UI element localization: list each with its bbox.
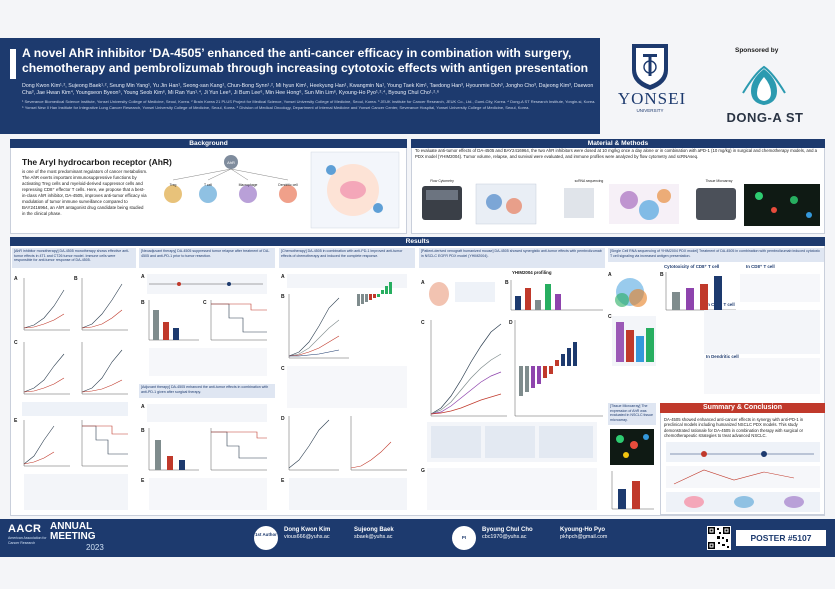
waterfall-chart: [357, 282, 392, 306]
result-scrna-caption: [Single Cell RNA sequencing of YHIM2004 …: [608, 248, 824, 262]
ahr-node-label: AhR: [227, 160, 235, 165]
poster-number: POSTER #5107: [736, 530, 826, 546]
svg-text:G: G: [421, 468, 425, 474]
pi-badge: PI: [452, 526, 476, 550]
method-step-1: Flow Cytometry: [430, 179, 454, 183]
scrna-subtitle-cd8-genes: In CD8⁺ T cell: [746, 264, 775, 269]
affiliation-list: ¹ Severance Biomedical Science Institute…: [22, 99, 596, 110]
svg-text:B: B: [141, 428, 145, 434]
results-header: Results: [10, 237, 825, 246]
svg-text:C: C: [14, 340, 18, 346]
author-email-2[interactable]: sbaek@yuhs.ac: [354, 534, 393, 540]
title-banner: [0, 38, 600, 134]
cell-label-tcell: T cell: [204, 183, 212, 187]
donga-logo-icon: [742, 65, 786, 105]
summary-text: DA-4505 showed enhanced anti-cancer effe…: [664, 417, 804, 439]
svg-text:D: D: [281, 416, 285, 422]
svg-text:C: C: [421, 320, 425, 326]
result-adjuvant-caption: [Adjuvant therapy] DA-4505 enhanced the …: [139, 384, 275, 398]
svg-text:B: B: [281, 294, 285, 300]
yonsei-shield-icon: [632, 44, 668, 90]
methods-workflow-diagram: Flow Cytometry scRNA sequencing Tissue M…: [422, 179, 820, 226]
pdx-waterfall-chart: [514, 320, 603, 417]
result-monotherapy-caption: [AhR inhibitor monotherapy] DA-4505 mono…: [12, 248, 136, 268]
first-author-badge: 1st Author: [254, 526, 278, 550]
author-name-2: Sujeong Baek: [354, 527, 394, 533]
result-tma-caption: [Tissue Microarray] The expression of Ah…: [608, 403, 656, 425]
svg-text:D: D: [509, 320, 513, 326]
methods-header: Material & Methods: [411, 139, 825, 148]
svg-text:A: A: [421, 280, 425, 286]
tissue-microarray-figure: [610, 429, 654, 510]
yonsei-subtitle: UNIVERSITY: [636, 108, 664, 113]
poster-title: A novel AhR inhibitor ‘DA-4505’ enhanced…: [22, 46, 589, 75]
pi-name-2: Kyoung-Ho Pyo: [560, 527, 605, 533]
pdx-figures: A B C D G: [421, 280, 603, 510]
method-step-3: Tissue Microarray: [706, 179, 733, 183]
author-name-1: Dong Kwon Kim: [284, 527, 331, 533]
background-text: is one of the most predominant regulator…: [22, 169, 148, 216]
svg-text:A: A: [608, 272, 612, 278]
aacr-subtitle: American Association for Cancer Research: [8, 536, 47, 545]
result-chemotherapy-caption: [Chemotherapy] DA-4505 in combination wi…: [279, 248, 415, 268]
pdx-profiling-title: YHIM2004 profiling: [512, 270, 552, 275]
svg-text:E: E: [14, 418, 18, 424]
adjuvant-figures: A B E: [141, 404, 267, 510]
svg-text:B: B: [74, 276, 78, 282]
footer-bar: [0, 519, 835, 557]
neoadjuvant-figures: A B C: [141, 274, 267, 376]
cell-label-treg: Treg: [170, 183, 177, 187]
scrna-subtitle-cd8: Cytotoxicity of CD8⁺ T cell: [664, 264, 720, 269]
scrna-figures: A B C: [608, 272, 820, 394]
svg-text:B: B: [660, 272, 664, 278]
ahr-pathway-diagram: AhR Treg T cell Macrophage Dendritic cel…: [164, 151, 400, 229]
scrna-subtitle-dc: In Dendritic cell: [706, 354, 739, 359]
chemotherapy-figures: A B C D E: [281, 274, 407, 510]
sponsored-label: Sponsored by: [735, 47, 779, 54]
title-accent-bar: [10, 49, 16, 79]
result-neoadjuvant-caption: [Neoadjuvant therapy] DA-4505 suppressed…: [139, 248, 275, 268]
meeting-year: 2023: [86, 543, 104, 552]
author-email-1[interactable]: vious666@yuhs.ac: [284, 534, 330, 540]
annual-label: ANNUAL: [50, 521, 93, 532]
background-header: Background: [10, 139, 407, 148]
pi-email-1[interactable]: cbc1970@yuhs.ac: [482, 534, 527, 540]
svg-text:E: E: [281, 478, 285, 484]
donga-wordmark: DONG-A ST: [726, 110, 804, 125]
svg-text:A: A: [281, 274, 285, 280]
methods-text: To evaluate anti-tumor effects of DA-450…: [415, 148, 818, 159]
author-contact-2: Sujeong Baek sbaek@yuhs.ac: [354, 527, 394, 541]
monotherapy-figures: A B C E: [14, 276, 128, 510]
svg-text:C: C: [203, 300, 207, 306]
summary-header: Summary & Conclusion: [660, 403, 825, 413]
author-list: Dong Kwon Kim¹˒², Sujeong Baek¹˒², Seung…: [22, 83, 594, 96]
aacr-logo-text: AACR: [8, 523, 42, 535]
pi-email-2[interactable]: pkhpch@gmail.com: [560, 534, 608, 540]
result-pdx-caption: [Patient-derived xenograft humanized mou…: [419, 248, 605, 268]
svg-text:C: C: [608, 314, 612, 320]
svg-text:A: A: [141, 274, 145, 280]
pi-contact-1: Byoung Chul Cho cbc1970@yuhs.ac: [482, 527, 533, 541]
method-step-2: scRNA sequencing: [575, 179, 604, 183]
svg-text:A: A: [14, 276, 18, 282]
svg-text:B: B: [141, 300, 145, 306]
svg-text:B: B: [505, 280, 509, 286]
cell-label-macrophage: Macrophage: [239, 183, 258, 187]
author-contact-1: Dong Kwon Kim vious666@yuhs.ac: [284, 527, 330, 541]
yonsei-wordmark: YONSEI: [617, 89, 687, 108]
qr-code-icon[interactable]: [707, 526, 731, 550]
background-heading: The Aryl hydrocarbon receptor (AhR): [22, 157, 172, 167]
meeting-label: MEETING: [50, 531, 96, 542]
svg-text:A: A: [141, 404, 145, 410]
svg-text:E: E: [141, 478, 145, 484]
svg-text:C: C: [281, 366, 285, 372]
pi-contact-2: Kyoung-Ho Pyo pkhpch@gmail.com: [560, 527, 607, 541]
pi-name-1: Byoung Chul Cho: [482, 527, 533, 533]
cell-label-dendritic: Dendritic cell: [278, 183, 298, 187]
summary-timeline-diagram: [666, 442, 820, 512]
